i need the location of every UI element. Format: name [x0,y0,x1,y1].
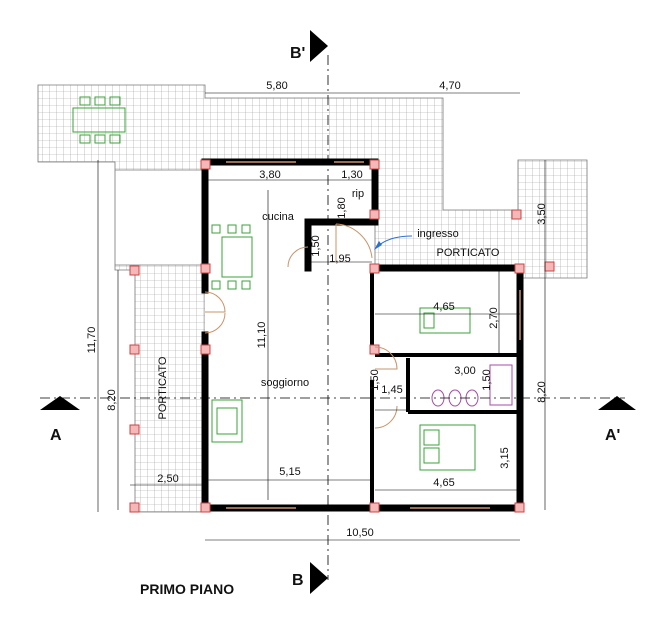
windows [226,161,521,509]
dim-bath-height: 1,50 [481,369,493,390]
label-porticato-left: PORTICATO [157,356,169,419]
dim-entry-width: 1,95 [329,253,350,265]
dim-hall-width: 1,45 [381,384,402,396]
section-a-prime: A' [605,427,620,444]
dim-top-left: 5,80 [266,80,287,92]
section-b-prime: B' [290,45,305,62]
room-labels: cucina rip ingresso PORTICATO soggiorno … [157,188,500,419]
dimension-lines [97,92,546,541]
entry-arrowhead-icon [374,241,382,250]
dim-hall-height: 1,50 [369,369,381,390]
dim-living-height: 11,10 [256,322,268,349]
doors [204,223,398,429]
label-ingresso: ingresso [417,228,459,240]
dim-overall-width: 10,50 [346,527,374,539]
section-b: B [292,572,304,589]
dim-room1-width: 4,65 [433,301,454,313]
section-markers [40,30,636,594]
label-rip: rip [352,188,364,200]
dimension-labels: 5,80 4,70 3,80 1,30 1,80 1,50 1,95 3,50 … [86,80,548,539]
dim-room2-width: 4,65 [433,477,454,489]
label-cucina: cucina [262,211,295,223]
dim-porch-width: 2,50 [157,473,178,485]
dim-living-width: 5,15 [279,466,300,478]
dim-right-porch: 3,50 [536,203,548,224]
section-a: A [50,427,62,444]
dim-rip-width: 1,30 [341,169,362,181]
dim-bath-width: 3,00 [454,365,475,377]
dim-top-right: 4,70 [439,80,460,92]
floor-title: PRIMO PIANO [140,581,234,597]
double-bed-icon [419,424,476,471]
dim-right-height: 8,20 [536,381,548,402]
interior-walls [370,268,520,508]
label-porticato-right: PORTICATO [437,247,500,259]
fireplace-icon [211,399,243,443]
dim-kitchen-width: 3,80 [259,169,280,181]
dim-overall-height: 11,70 [86,327,98,354]
dim-room2-height: 3,15 [499,447,511,468]
outdoor-table-icon [72,96,126,144]
pillars [129,159,555,513]
single-bed-icon [419,307,471,334]
label-soggiorno: soggiorno [261,377,309,389]
dim-door-height: 1,50 [310,235,322,256]
dim-rip-height: 1,80 [336,197,348,218]
dim-room1-height: 2,70 [488,307,500,328]
section-lines [40,55,625,580]
dining-table-icon [211,224,253,290]
section-labels: B' B A A' [50,45,620,589]
dim-porch-height: 8,20 [106,389,118,410]
